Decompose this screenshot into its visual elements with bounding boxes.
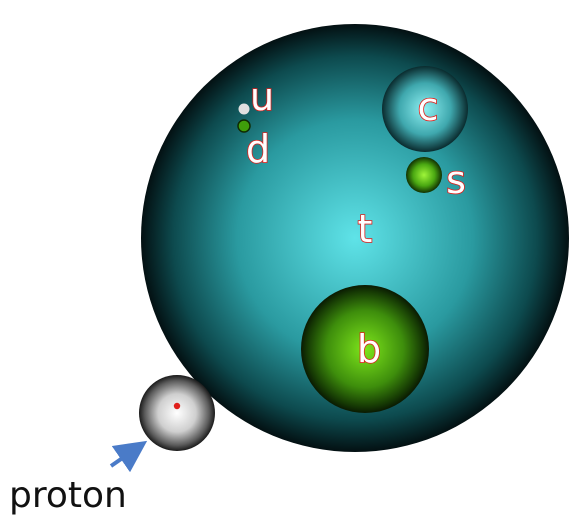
up-quark-label: u [250, 75, 274, 119]
proton-quark-dot [174, 403, 180, 409]
strange-quark-label: s [446, 158, 466, 202]
charm-quark-label: c [418, 85, 439, 129]
top-quark-label: t [358, 207, 373, 251]
strange-quark-sphere [406, 157, 442, 193]
proton-sphere [139, 375, 215, 451]
proton-caption: proton [9, 475, 127, 516]
proton-arrow [111, 450, 134, 466]
down-quark-label: d [246, 127, 270, 171]
bottom-quark-label: b [357, 327, 381, 371]
up-quark-sphere [239, 104, 250, 115]
